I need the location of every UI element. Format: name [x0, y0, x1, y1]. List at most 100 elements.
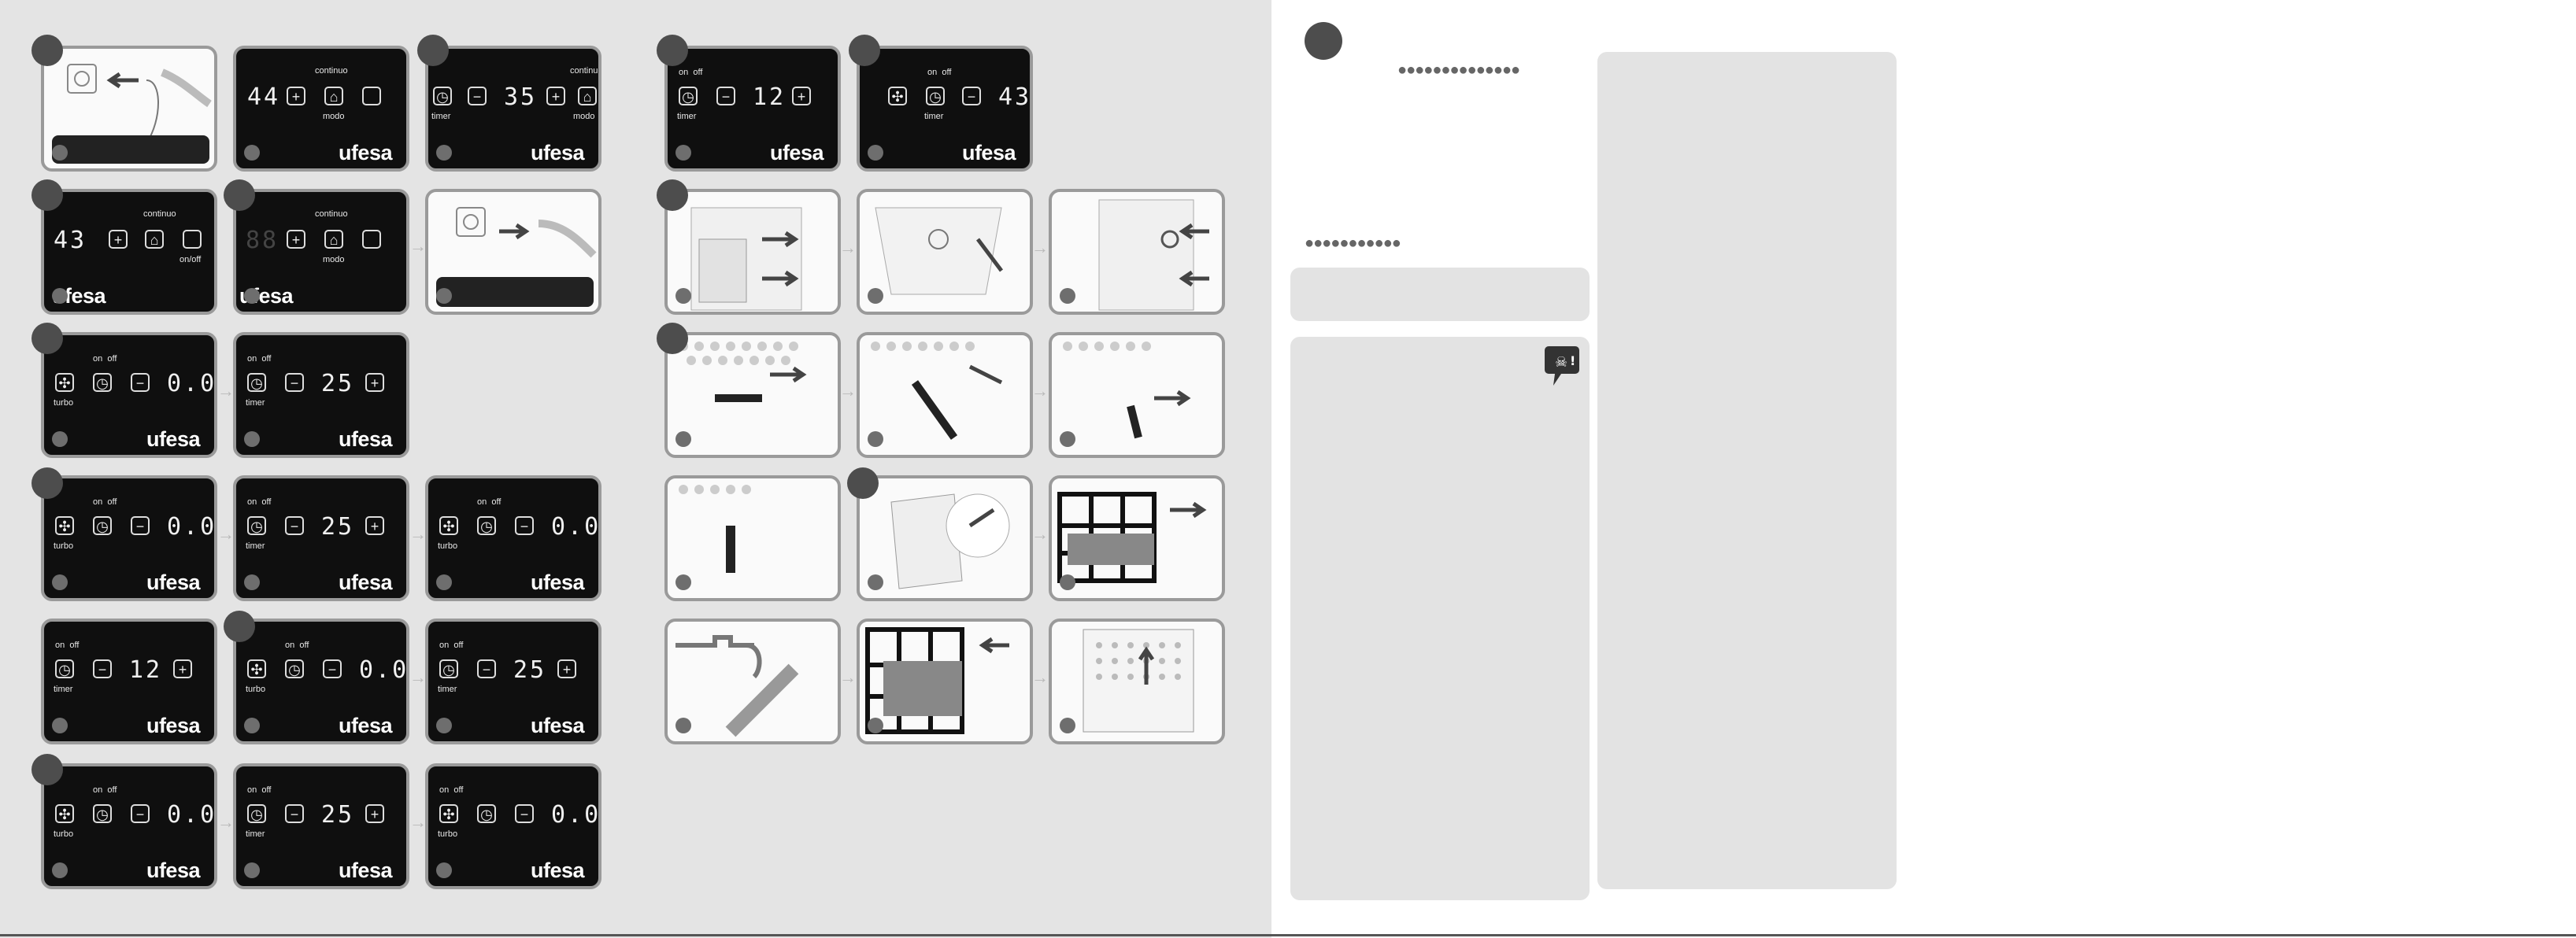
on-label: on — [439, 641, 450, 650]
control-panel-display: continuo 44 + ⌂ modo ufesa — [233, 46, 409, 172]
control-panel-display: on off ◷ timer − 12 + ufesa — [664, 46, 841, 172]
sub-step-marker — [868, 288, 883, 304]
warning-box: ☠ ! — [1290, 337, 1590, 900]
control-panel-display: on off ✣ turbo ◷ − 0.0 ufesa — [425, 763, 601, 889]
arrow-right-icon: → — [1031, 238, 1049, 257]
sub-step-marker — [52, 718, 68, 733]
illustration-plug-in — [41, 46, 217, 172]
filter-remove-illustration — [890, 493, 1010, 589]
illustration-hose-1 — [664, 332, 841, 458]
onoff-label: on/off — [180, 255, 202, 264]
on-label: on — [247, 354, 257, 364]
off-label: off — [261, 785, 272, 795]
sub-step-marker — [675, 145, 691, 161]
continuo-label: continuo — [315, 209, 348, 219]
control-panel-display: continuo 88 + ⌂ modo ufesa — [233, 189, 409, 315]
timer-label: timer — [54, 685, 73, 694]
control-panel-display: on off ✣ turbo ◷ − 0.0 ufesa — [41, 332, 217, 458]
arrow-right-icon: → — [409, 236, 427, 256]
on-label: on — [93, 354, 103, 364]
fan-icon: ✣ — [439, 516, 458, 535]
step-marker — [31, 179, 63, 211]
brand-logo: ufesa — [146, 571, 201, 594]
arrow-right-icon: → — [1031, 381, 1049, 401]
on-off-label: on off — [285, 641, 309, 650]
on-label: on — [439, 785, 450, 795]
faucet-icon — [675, 635, 799, 737]
on-label: on — [285, 641, 295, 650]
sub-step-marker — [868, 574, 883, 590]
sub-step-marker — [244, 574, 260, 590]
display-value: 25 — [321, 801, 355, 829]
continuo-label: continuo — [143, 209, 176, 219]
step-marker — [31, 467, 63, 499]
step-marker — [657, 179, 688, 211]
unplug-illustration — [436, 207, 597, 307]
illustration-filter-remove — [857, 475, 1033, 601]
timer-icon: ◷ — [93, 516, 112, 535]
brand-logo: ufesa — [338, 141, 393, 164]
on-label: on — [93, 785, 103, 795]
arrow-right-icon: → — [409, 812, 427, 832]
left-page: continuo 44 + ⌂ modo ufesa continuo ◷ ti… — [0, 0, 1271, 938]
arrow-right-icon: → — [217, 812, 235, 832]
off-label: off — [693, 68, 703, 77]
minus-button: − — [131, 516, 150, 535]
plus-button: + — [287, 230, 305, 249]
control-panel-display: on off ◷ timer − 12 + ufesa — [41, 619, 217, 744]
arrow-right-icon: → — [409, 524, 427, 544]
sub-step-marker — [868, 718, 883, 733]
note-box — [1290, 268, 1590, 321]
display-value: 43 — [998, 83, 1032, 111]
display-value: 35 — [504, 83, 538, 111]
minus-button: − — [323, 659, 342, 678]
step-marker — [31, 35, 63, 66]
sub-step-marker — [52, 862, 68, 878]
sub-step-marker — [436, 862, 452, 878]
step-marker — [657, 35, 688, 66]
home-icon: ⌂ — [145, 230, 164, 249]
on-off-label: on off — [679, 68, 702, 77]
plus-button: + — [287, 87, 305, 105]
timer-icon: ◷ — [477, 804, 496, 823]
step-marker — [31, 754, 63, 785]
turbo-label: turbo — [54, 829, 74, 839]
fan-icon: ✣ — [888, 87, 907, 105]
water-tank-icon — [690, 207, 802, 311]
on-label: on — [55, 641, 65, 650]
home-icon: ⌂ — [324, 230, 343, 249]
arrow-right-icon: → — [839, 238, 857, 257]
tank-insert-illustration — [1098, 199, 1209, 311]
step-marker — [657, 323, 688, 354]
step-marker — [224, 611, 255, 642]
off-label: off — [299, 641, 309, 650]
text-column-box — [1597, 52, 1897, 889]
minus-button: − — [285, 373, 304, 392]
arrow-right-icon: → — [409, 667, 427, 687]
turbo-label: turbo — [438, 829, 458, 839]
arrow-right-icon: → — [839, 667, 857, 687]
plus-button: + — [792, 87, 811, 105]
sub-step-marker — [868, 431, 883, 447]
off-label: off — [261, 354, 272, 364]
minus-button: − — [716, 87, 735, 105]
minus-button: − — [515, 804, 534, 823]
sub-step-marker — [52, 431, 68, 447]
on-label: on — [477, 497, 487, 507]
on-off-label: on off — [247, 785, 271, 795]
illustration-grille-close — [1049, 619, 1225, 744]
sub-step-marker — [436, 718, 452, 733]
arrow-right-icon: → — [839, 381, 857, 401]
sub-step-marker — [436, 288, 452, 304]
brand-logo: ufesa — [530, 714, 585, 737]
brand-logo: ufesa — [530, 571, 585, 594]
brand-logo: ufesa — [531, 859, 585, 882]
warning-speech-bubble-icon: ☠ ! — [1545, 346, 1579, 386]
timer-label: timer — [438, 685, 457, 694]
sub-step-marker — [52, 288, 68, 304]
plus-button: + — [109, 230, 128, 249]
sub-step-marker — [1060, 288, 1075, 304]
illustration-tank-empty — [857, 189, 1033, 315]
brand-logo: ufesa — [146, 714, 201, 737]
dotted-separator: ●●●●●●●●●●● — [1305, 234, 1401, 252]
